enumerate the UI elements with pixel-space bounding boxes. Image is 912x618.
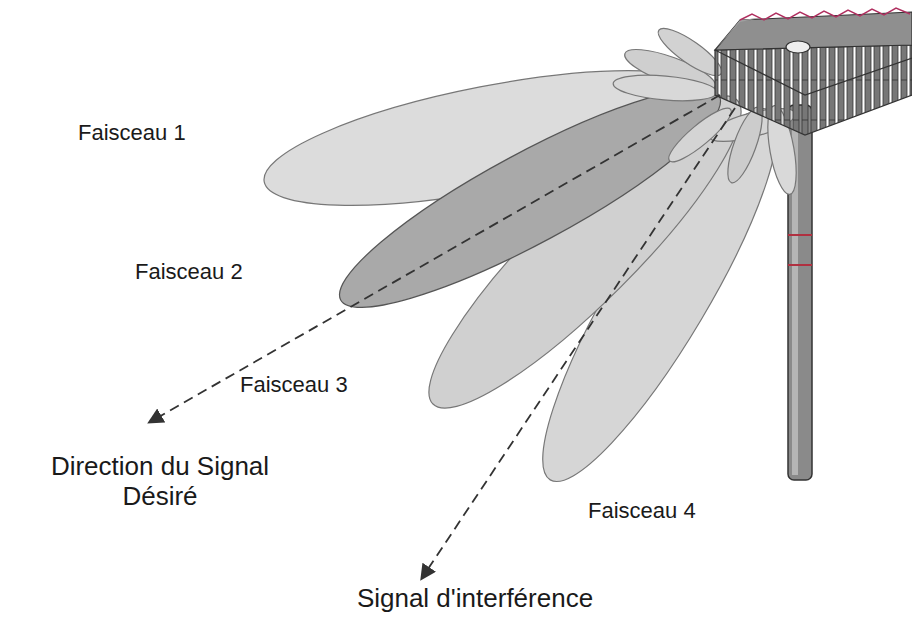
interference-direction-arrow <box>422 108 735 578</box>
beam-label: Faisceau 3 <box>238 372 350 397</box>
interference-label: Signal d'interférence <box>355 584 595 614</box>
beam-label: Faisceau 4 <box>586 498 698 523</box>
direction-label: Direction du Signal Désiré <box>28 452 292 512</box>
beam-label: Faisceau 1 <box>76 120 188 145</box>
beam-label: Faisceau 2 <box>133 259 245 284</box>
antenna-platform <box>715 8 912 135</box>
